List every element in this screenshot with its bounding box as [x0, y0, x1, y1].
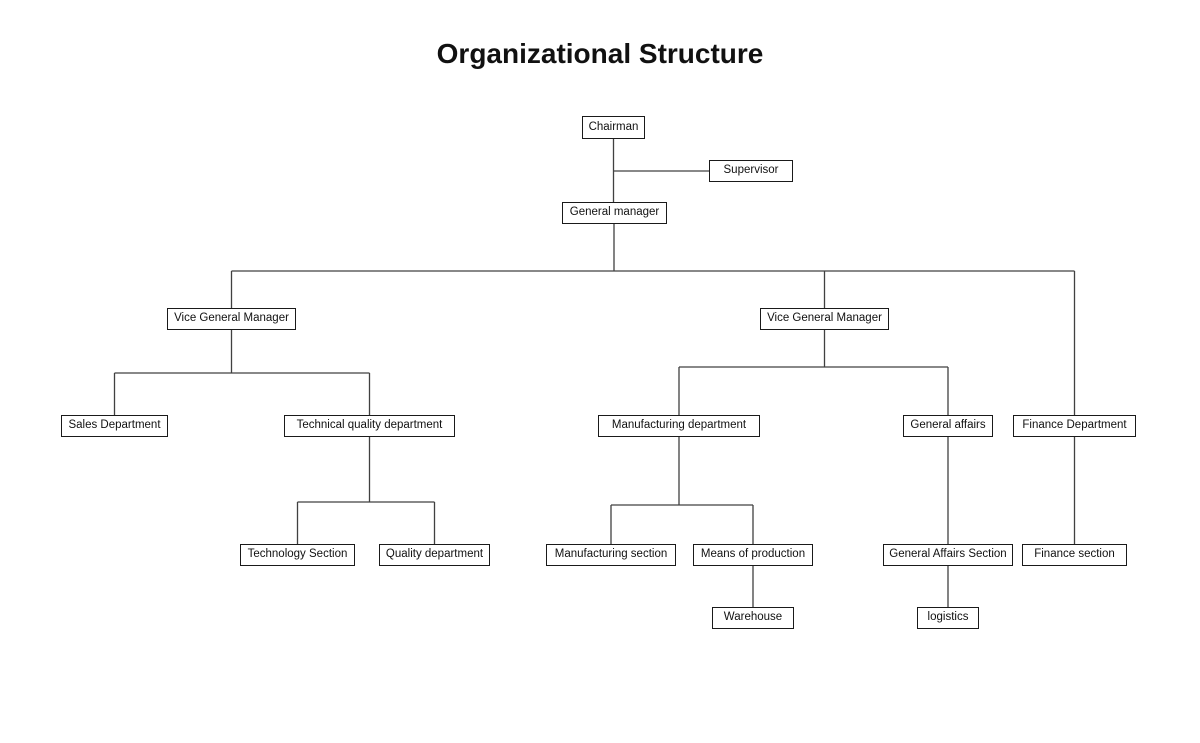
node-logistics: logistics — [917, 607, 979, 629]
node-manufacturing-department: Manufacturing department — [598, 415, 760, 437]
node-sales-department: Sales Department — [61, 415, 168, 437]
node-technical-quality-department: Technical quality department — [284, 415, 455, 437]
node-manufacturing-section: Manufacturing section — [546, 544, 676, 566]
chart-title: Organizational Structure — [436, 38, 764, 69]
node-warehouse: Warehouse — [712, 607, 794, 629]
node-supervisor: Supervisor — [709, 160, 793, 182]
node-vice-general-manager-left: Vice General Manager — [167, 308, 296, 330]
node-chairman: Chairman — [582, 116, 645, 139]
node-general-affairs-section: General Affairs Section — [883, 544, 1013, 566]
node-finance-department: Finance Department — [1013, 415, 1136, 437]
node-general-affairs: General affairs — [903, 415, 993, 437]
node-finance-section: Finance section — [1022, 544, 1127, 566]
node-means-of-production: Means of production — [693, 544, 813, 566]
node-general-manager: General manager — [562, 202, 667, 224]
node-vice-general-manager-right: Vice General Manager — [760, 308, 889, 330]
node-technology-section: Technology Section — [240, 544, 355, 566]
node-quality-department: Quality department — [379, 544, 490, 566]
